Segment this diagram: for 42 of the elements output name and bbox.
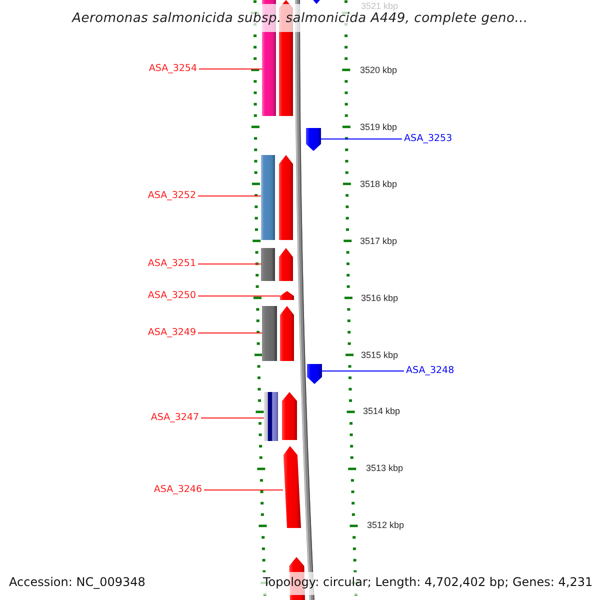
tick-label: 3516 kbp	[361, 293, 398, 303]
gene-feature	[279, 248, 293, 281]
leader-line	[198, 195, 261, 197]
tick-label: 3518 kbp	[360, 179, 398, 189]
tick-label: 3519 kbp	[360, 122, 398, 132]
leader-line	[199, 68, 262, 70]
leader-line	[321, 138, 402, 140]
leader-line	[201, 417, 264, 419]
gene-label: ASA_3251	[148, 258, 196, 270]
gene-feature	[306, 128, 321, 151]
caption-text: Accession: NC_009348	[9, 575, 146, 589]
tick-label: 3513 kbp	[366, 463, 404, 473]
feature-bar	[261, 155, 275, 240]
feature-bar	[261, 248, 275, 281]
leader-line	[198, 263, 261, 265]
gene-label: ASA_3254	[148, 63, 197, 75]
gene-feature	[279, 155, 293, 240]
leader-line	[322, 370, 404, 372]
gene-label: ASA_3252	[148, 190, 196, 202]
leader-line	[204, 489, 283, 491]
gene-label: ASA_3247	[150, 412, 199, 424]
gene-label: ASA_3250	[148, 290, 196, 302]
gene-label: ASA_3253	[404, 133, 452, 145]
gene-label: ASA_3249	[148, 327, 196, 339]
gene-feature	[307, 364, 322, 384]
gene-feature	[280, 291, 294, 300]
gene-feature	[282, 392, 297, 440]
gene-label: ASA_3246	[154, 484, 202, 496]
tick-label: 3514 kbp	[363, 406, 400, 416]
tick-label: 3512 kbp	[367, 520, 404, 530]
tick-label: 3517 kbp	[360, 236, 398, 246]
tick-label: 3520 kbp	[360, 65, 398, 75]
tick-label: 3515 kbp	[361, 350, 398, 360]
gene-label: ASA_3248	[406, 365, 454, 377]
leader-line	[198, 295, 280, 297]
leader-line	[198, 332, 262, 334]
feature-bar	[262, 306, 277, 361]
feature-bar	[264, 392, 278, 441]
tick-label: 3521 kbp	[361, 1, 398, 11]
map-title: Aeromonas salmonicida subsp. salmonicida A449, complete geno...	[72, 12, 528, 26]
gene-feature	[283, 446, 301, 528]
gene-feature	[280, 306, 294, 361]
